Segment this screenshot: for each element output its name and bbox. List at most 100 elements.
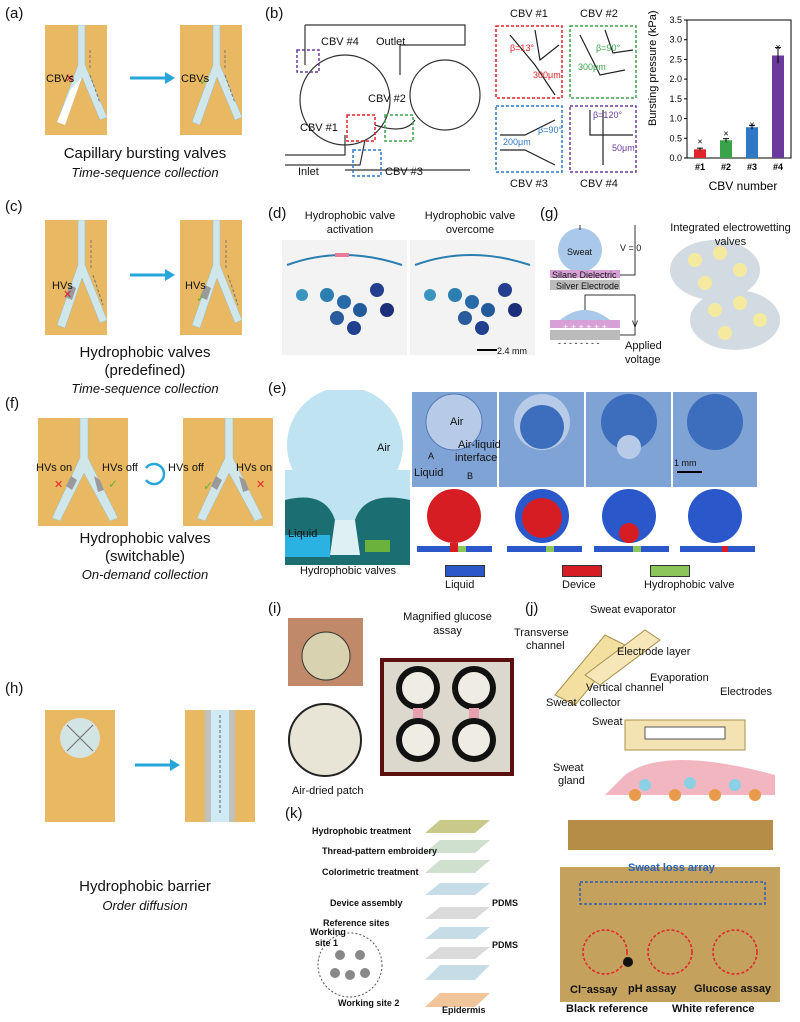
d-title1: Hydrophobic valve xyxy=(304,210,396,222)
panel-a-caption: Capillary bursting valves xyxy=(63,145,227,162)
svg-text:✕: ✕ xyxy=(54,479,63,491)
x-tick-label: #2 xyxy=(721,162,731,172)
d-title2: Hydrophobic valve xyxy=(424,210,516,222)
k-step-0: Hydrophobic treatment xyxy=(312,826,412,836)
bursting-pressure-chart: Bursting pressure (kPa) CBV number 0.00.… xyxy=(647,10,792,193)
panel-f-caption1: Hydrophobic valves xyxy=(79,530,211,547)
k-ph: pH assay xyxy=(628,983,677,995)
y-tick-label: 1.0 xyxy=(669,114,682,124)
y-tick-label: 2.0 xyxy=(669,74,682,84)
f-hvs-off-left: HVs off xyxy=(102,462,138,474)
chart-xlabel: CBV number xyxy=(709,179,778,193)
chart-frame xyxy=(686,19,792,159)
legend-label: Hydrophobic valve xyxy=(644,579,735,591)
d-scale: 2.4 mm xyxy=(497,346,528,356)
panel-k-photo xyxy=(560,820,780,1002)
x-tick-label: #3 xyxy=(747,162,757,172)
panel-c-sub: Time-sequence collection xyxy=(71,381,219,396)
k-sweat-loss: Sweat loss array xyxy=(628,862,715,874)
g-minus: - - - - - - - - xyxy=(558,338,600,348)
k-ws2: Working site 2 xyxy=(338,998,400,1008)
chart-ylabel: Bursting pressure (kPa) xyxy=(647,10,659,126)
k-step-3: Device assembly xyxy=(330,898,403,908)
zoom-cbv1-title: CBV #1 xyxy=(510,8,548,20)
cbv1-label: CBV #1 xyxy=(300,122,338,134)
beta1: β=13° xyxy=(510,43,535,53)
panel-j-label: (j) xyxy=(525,600,539,617)
j-electrodes: Electrodes xyxy=(720,686,772,698)
panel-b-label: (b) xyxy=(265,5,284,22)
inlet-label: Inlet xyxy=(298,166,319,178)
panel-f-diagram: ✕ ✓ ✓ ✕ xyxy=(38,418,273,526)
panel-k-label: (k) xyxy=(285,805,303,822)
g-applied2: voltage xyxy=(625,354,661,366)
j-sweat: Sweat xyxy=(592,716,623,728)
e-air: Air xyxy=(377,442,391,454)
x-tick-label: #4 xyxy=(773,162,783,172)
i-patch: Air-dried patch xyxy=(292,785,364,797)
zoom-bottom xyxy=(495,105,637,173)
panel-e-illustration xyxy=(285,390,410,565)
y-tick-label: 2.5 xyxy=(669,54,682,64)
panel-c-caption1: Hydrophobic valves xyxy=(79,344,211,361)
k-epidermis: Epidermis xyxy=(442,1005,486,1015)
legend-label: Device xyxy=(562,579,596,591)
panel-c-diagram: ✕ ✓ xyxy=(45,220,243,335)
k-ws1b: site 1 xyxy=(315,938,339,948)
e-air2: Air xyxy=(450,416,464,428)
panel-e-label: (e) xyxy=(268,380,287,397)
j-transverse1: Transverse xyxy=(514,627,569,639)
zoom-top xyxy=(495,25,637,99)
legend-label: Liquid xyxy=(445,579,475,591)
j-vertical: Vertical channel xyxy=(586,682,664,694)
e-interface1: Air-liquid xyxy=(458,439,501,451)
e-liquid2: Liquid xyxy=(414,467,444,479)
panel-a-diagram: ✕ ✓ xyxy=(45,25,243,135)
panel-h-diagram xyxy=(45,710,255,822)
outlet-label: Outlet xyxy=(376,36,406,48)
k-black: Black reference xyxy=(566,1003,648,1015)
beta2: β=90° xyxy=(596,43,621,53)
k-step-4: Reference sites xyxy=(323,918,390,928)
k-pdms2: PDMS xyxy=(492,940,519,950)
g-plus: + + + + + + xyxy=(563,322,608,332)
panel-h-caption: Hydrophobic barrier xyxy=(79,878,211,895)
legend-swatch xyxy=(562,565,602,577)
j-evaporation: Evaporation xyxy=(650,672,709,684)
e-interface2: interface xyxy=(455,452,498,464)
e-liquid: Liquid xyxy=(288,528,318,540)
hv-right-label: HVs xyxy=(185,280,206,292)
len1: 300μm xyxy=(533,70,561,80)
sim-marker: × xyxy=(749,119,754,129)
panel-i-images xyxy=(288,618,514,777)
e-hv: Hydrophobic valves xyxy=(300,565,396,577)
cbv3-label: CBV #3 xyxy=(385,166,423,178)
panel-d-label: (d) xyxy=(268,205,287,222)
svg-text:✕: ✕ xyxy=(63,289,72,301)
x-mark: ✕ xyxy=(65,73,74,85)
d-title2b: overcome xyxy=(445,224,495,236)
g-silane: Silane Dielectric xyxy=(552,270,617,280)
g-sweat: Sweat xyxy=(567,247,593,257)
j-gland1: Sweat xyxy=(553,762,584,774)
j-gland2: gland xyxy=(558,775,585,787)
g-title1: Integrated electrowetting xyxy=(670,222,791,234)
k-step-1: Thread-pattern embroidery xyxy=(322,846,438,856)
k-pdms1: PDMS xyxy=(492,898,519,908)
panel-e-photos xyxy=(412,392,757,487)
j-electrode-layer: Electrode layer xyxy=(617,646,691,658)
e-a: A xyxy=(428,451,435,461)
cbv-right-label: CBVs xyxy=(181,73,210,85)
j-evaporator: Sweat evaporator xyxy=(590,604,677,616)
panel-k-assembly xyxy=(317,820,490,1007)
empty-branch xyxy=(57,77,82,125)
j-transverse2: channel xyxy=(526,640,565,652)
len3: 200μm xyxy=(503,137,531,147)
cbv2-label: CBV #2 xyxy=(368,93,406,105)
cbv4-label: CBV #4 xyxy=(321,36,359,48)
beta4: β=120° xyxy=(593,110,623,120)
e-scale: 1 mm xyxy=(674,458,697,468)
g-applied1: Applied xyxy=(625,340,662,352)
panel-h-label: (h) xyxy=(5,680,24,697)
panel-e-models xyxy=(417,489,755,552)
